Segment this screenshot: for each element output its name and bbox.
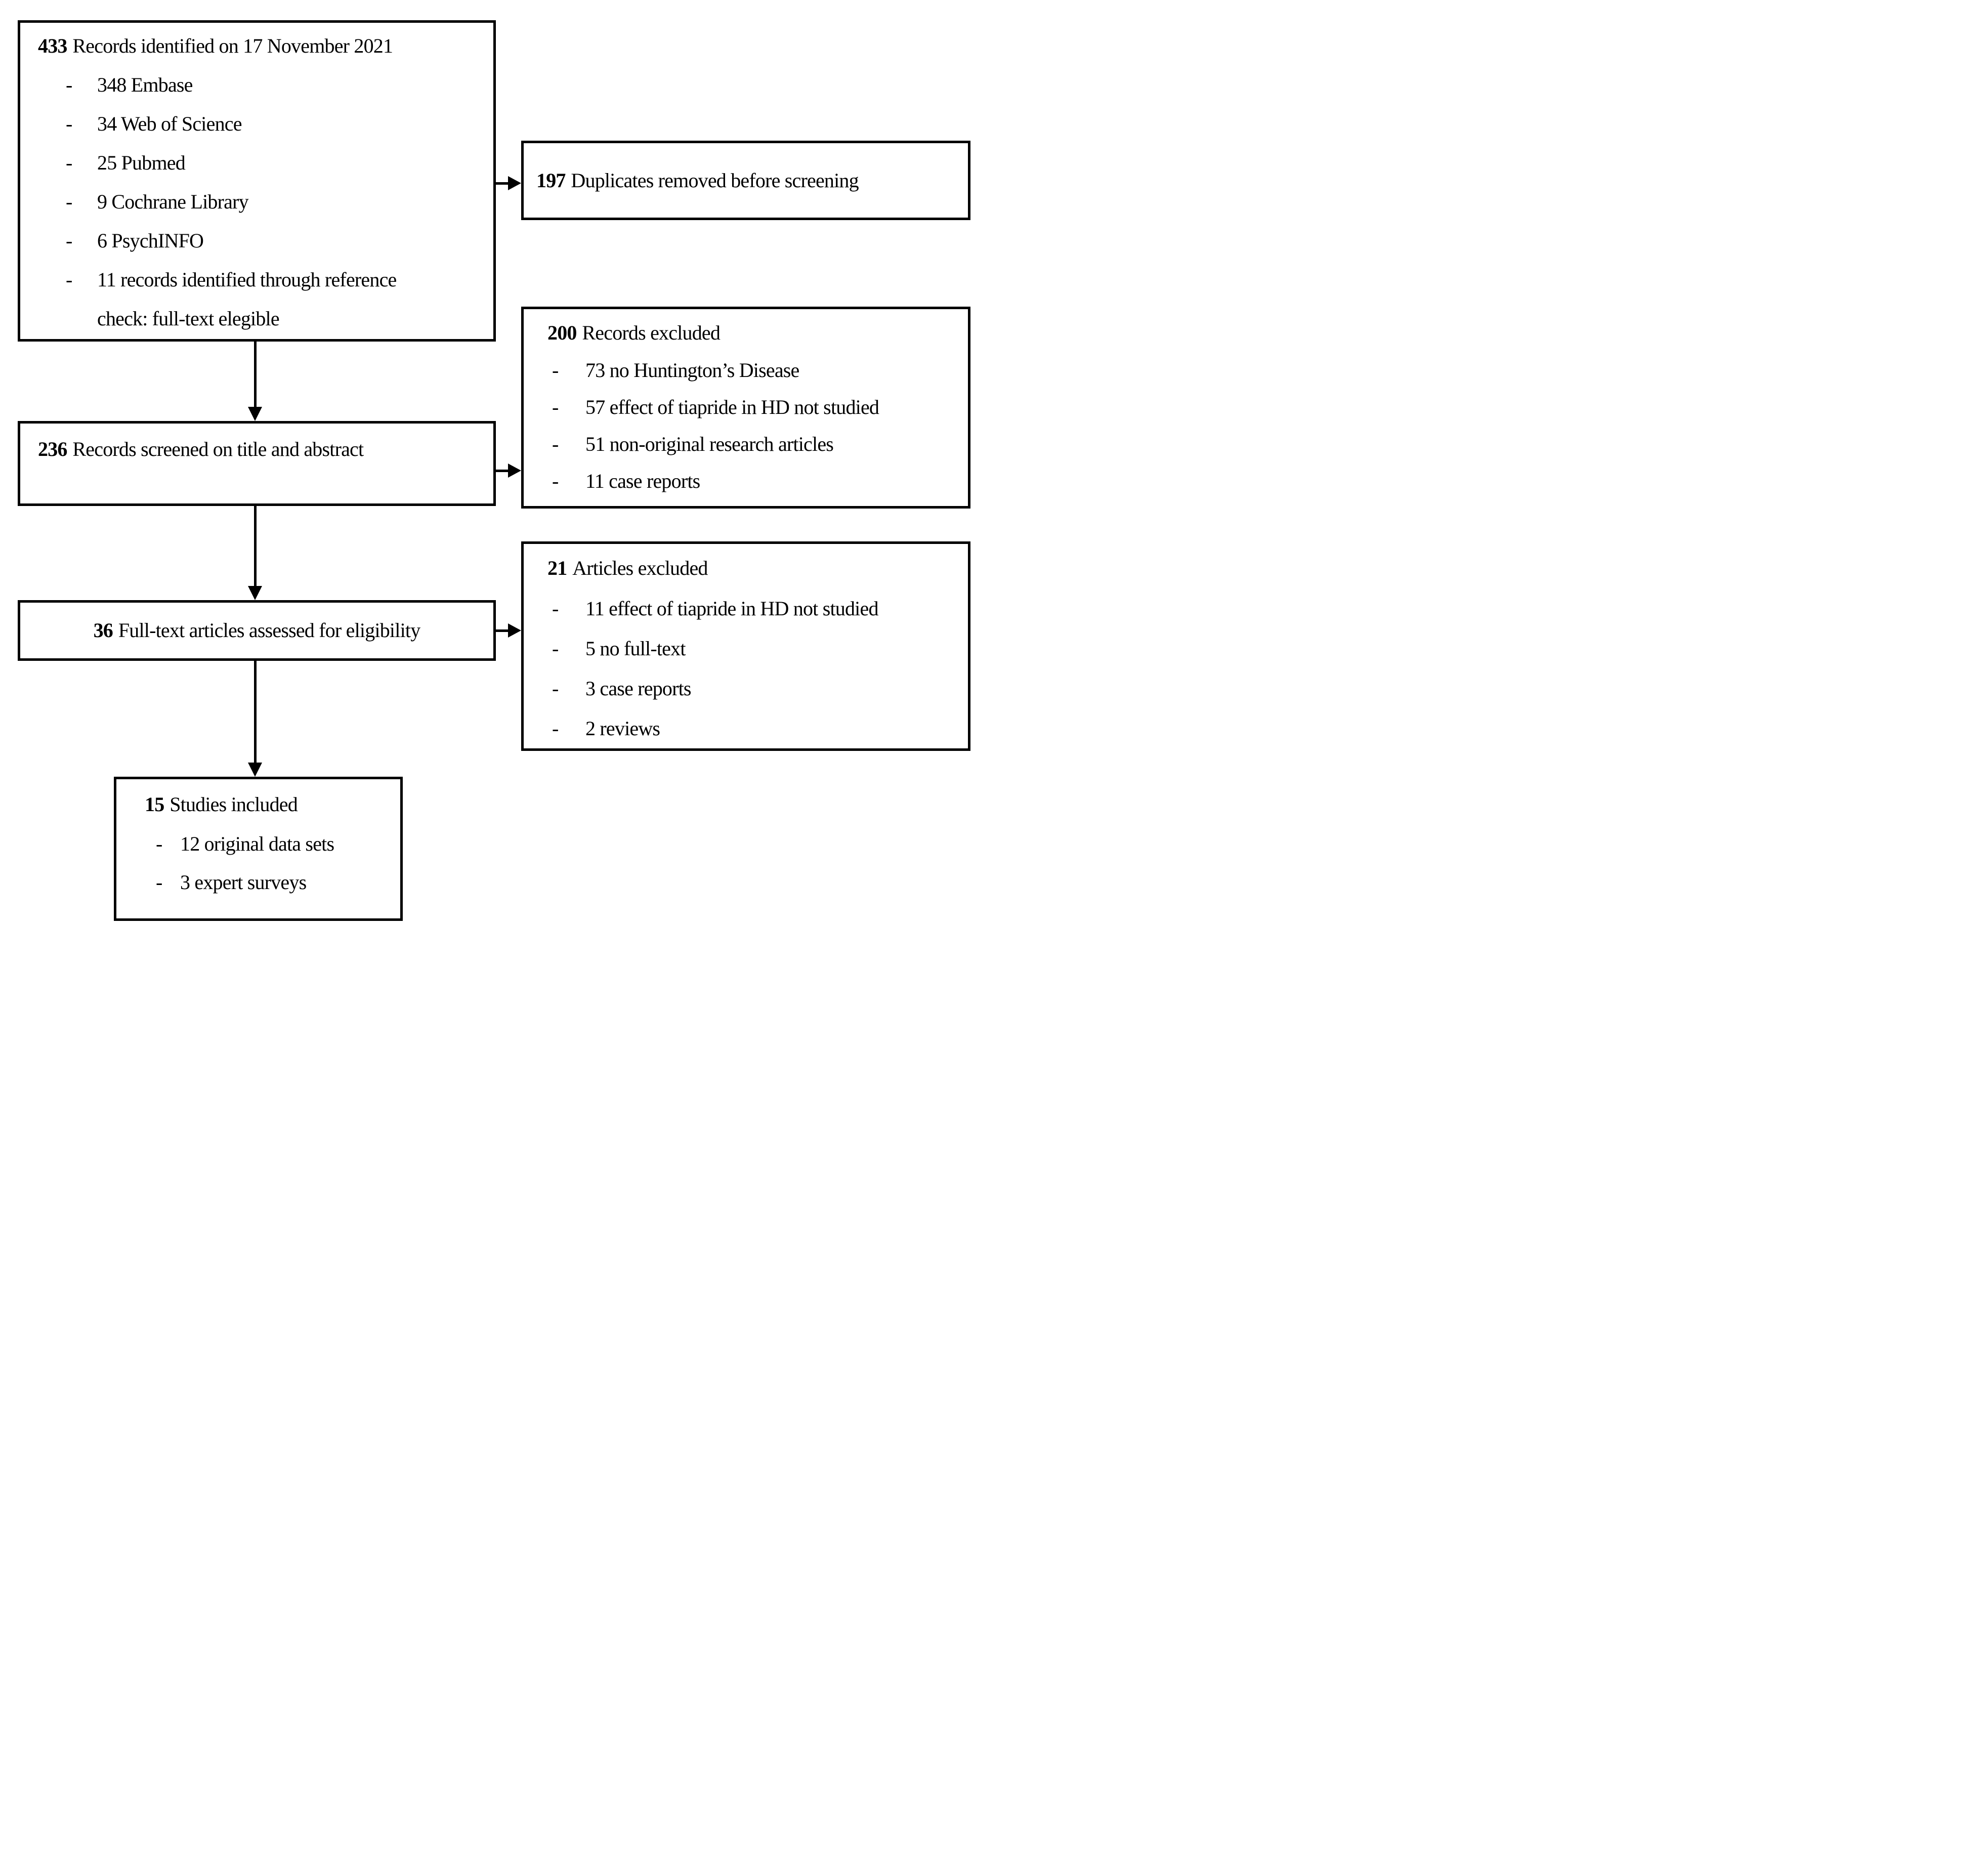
fulltext-assessed-label: Full-text articles assessed for eligibil… bbox=[118, 619, 420, 642]
list-item: - 11 case reports bbox=[524, 462, 968, 499]
bullet-dash: - bbox=[552, 470, 559, 492]
list-item: - 11 effect of tiapride in HD not studied bbox=[524, 588, 968, 628]
records-excluded-label: Records excluded bbox=[582, 321, 721, 344]
list-item-text: 51 non-original research articles bbox=[585, 433, 834, 455]
list-item-text: 3 case reports bbox=[585, 677, 692, 700]
arrow-identified-to-screened-head bbox=[248, 407, 262, 421]
list-item-text: 3 expert surveys bbox=[180, 871, 307, 894]
list-item-text: 6 PsychINFO bbox=[97, 229, 204, 252]
arrow-identified-to-screened-shaft bbox=[254, 342, 257, 407]
list-item-text: 11 case reports bbox=[585, 470, 700, 492]
bullet-dash: - bbox=[552, 359, 559, 382]
arrow-identified-to-duplicates-shaft bbox=[496, 182, 509, 185]
list-item: - 6 PsychINFO bbox=[20, 221, 493, 260]
list-item-text: 73 no Huntington’s Disease bbox=[585, 359, 799, 382]
articles-excluded-label: Articles excluded bbox=[572, 557, 708, 579]
bullet-dash: - bbox=[66, 190, 72, 213]
list-item-text: 2 reviews bbox=[585, 717, 660, 740]
arrow-screened-to-fulltext-shaft bbox=[254, 506, 257, 586]
list-item: - 5 no full-text bbox=[524, 628, 968, 668]
arrow-screened-to-excluded-shaft bbox=[496, 470, 509, 472]
bullet-dash: - bbox=[552, 433, 559, 455]
arrow-screened-to-excluded-head bbox=[508, 463, 521, 478]
studies-included-number: 15 bbox=[145, 793, 164, 816]
records-excluded-number: 200 bbox=[547, 321, 577, 344]
list-item-text: 11 records identified through reference … bbox=[97, 268, 397, 330]
bullet-dash: - bbox=[66, 112, 72, 135]
arrow-fulltext-to-included-head bbox=[248, 763, 262, 777]
arrow-fulltext-to-articles-excluded-head bbox=[508, 623, 521, 638]
arrow-identified-to-duplicates-head bbox=[508, 176, 521, 190]
bullet-dash: - bbox=[66, 229, 72, 252]
studies-included-title: 15 Studies included bbox=[116, 784, 400, 825]
list-item: - 9 Cochrane Library bbox=[20, 182, 493, 221]
bullet-dash: - bbox=[552, 597, 559, 620]
arrow-fulltext-to-included-shaft bbox=[254, 661, 257, 763]
records-identified-label: Records identified on 17 November 2021 bbox=[72, 34, 393, 57]
list-item: - 3 case reports bbox=[524, 668, 968, 708]
bullet-dash: - bbox=[552, 637, 559, 660]
list-item: - 2 reviews bbox=[524, 708, 968, 748]
list-item-text: 11 effect of tiapride in HD not studied bbox=[585, 597, 878, 620]
records-identified-number: 433 bbox=[38, 34, 67, 57]
list-item-text: 9 Cochrane Library bbox=[97, 190, 249, 213]
list-item: -12 original data sets bbox=[116, 825, 400, 863]
list-item-text: 34 Web of Science bbox=[97, 112, 242, 135]
list-item: - 25 Pubmed bbox=[20, 143, 493, 182]
list-item: - 348 Embase bbox=[20, 65, 493, 104]
bullet-dash: - bbox=[66, 268, 72, 291]
list-item-text: 25 Pubmed bbox=[97, 151, 186, 174]
bullet-dash: - bbox=[552, 396, 559, 418]
duplicates-removed-label: Duplicates removed before screening bbox=[571, 168, 859, 192]
arrow-screened-to-fulltext-head bbox=[248, 586, 262, 600]
list-item-text: 12 original data sets bbox=[180, 832, 334, 855]
duplicates-removed-number: 197 bbox=[536, 168, 566, 192]
list-item: - 34 Web of Science bbox=[20, 104, 493, 143]
list-item: - 57 effect of tiapride in HD not studied bbox=[524, 389, 968, 426]
bullet-dash: - bbox=[552, 677, 559, 700]
arrow-fulltext-to-articles-excluded-shaft bbox=[496, 629, 509, 632]
bullet-dash: - bbox=[156, 871, 162, 894]
list-item: - 11 records identified through reference… bbox=[20, 260, 493, 338]
list-item-text: 5 no full-text bbox=[585, 637, 686, 660]
records-screened-label: Records screened on title and abstract bbox=[72, 438, 364, 460]
list-item-text: 57 effect of tiapride in HD not studied bbox=[585, 396, 879, 418]
studies-included-label: Studies included bbox=[170, 793, 298, 816]
box-studies-included: 15 Studies included -12 original data set… bbox=[114, 777, 403, 921]
articles-excluded-number: 21 bbox=[547, 557, 567, 579]
bullet-dash: - bbox=[66, 73, 72, 96]
bullet-dash: - bbox=[552, 717, 559, 740]
list-item: -3 expert surveys bbox=[116, 863, 400, 902]
bullet-dash: - bbox=[66, 151, 72, 174]
list-item-text: 348 Embase bbox=[97, 73, 193, 96]
fulltext-assessed-number: 36 bbox=[93, 619, 113, 642]
bullet-dash: - bbox=[156, 832, 162, 855]
records-screened-number: 236 bbox=[38, 438, 67, 460]
list-item: - 51 non-original research articles bbox=[524, 426, 968, 462]
list-item: - 73 no Huntington’s Disease bbox=[524, 352, 968, 389]
